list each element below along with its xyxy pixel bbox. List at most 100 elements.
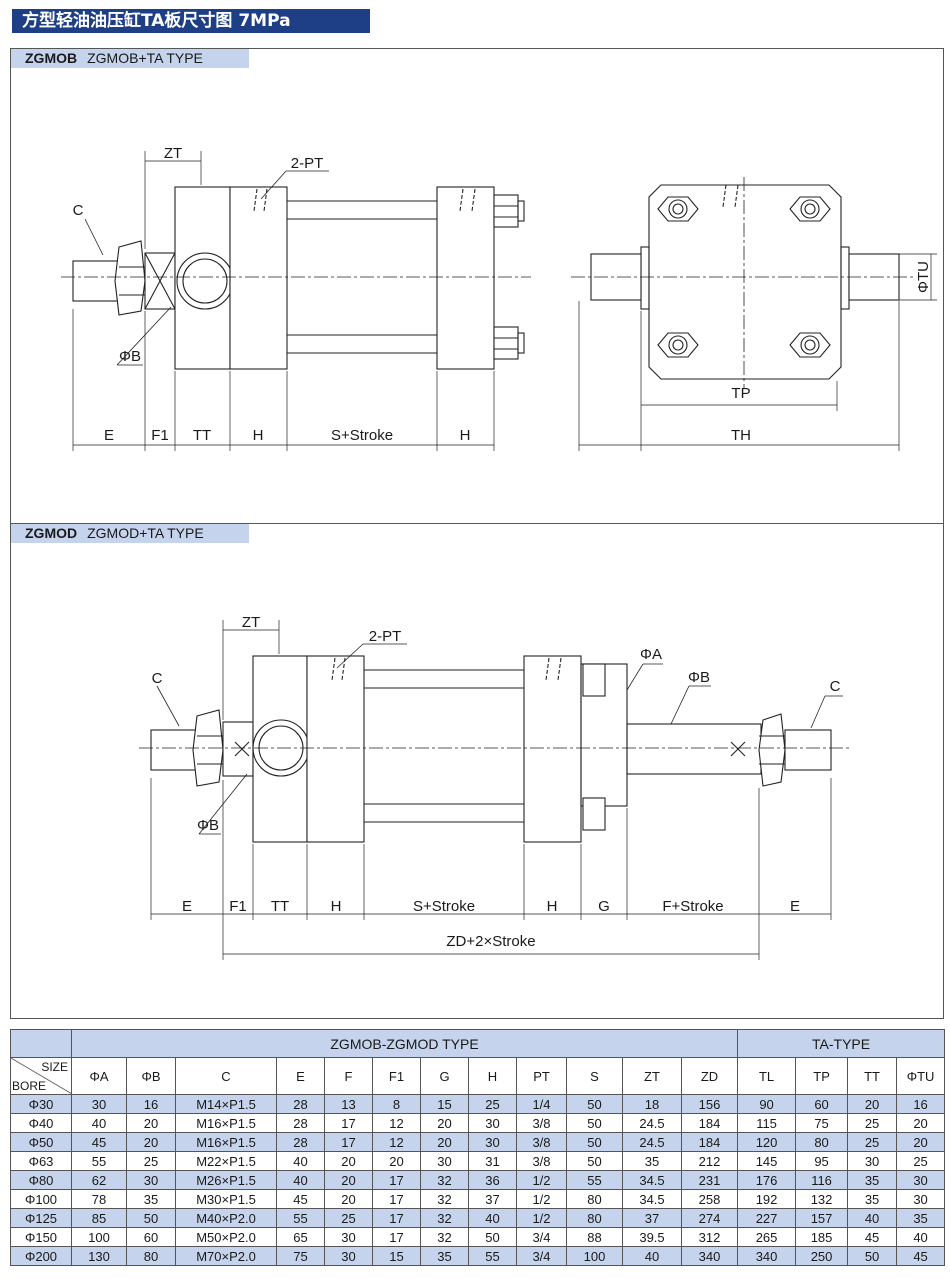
table-cell: 20 xyxy=(420,1132,469,1152)
table-cell: 35 xyxy=(896,1208,946,1228)
column-header: ZD xyxy=(680,1057,739,1095)
table-cell: 45 xyxy=(896,1246,946,1266)
table-cell: 36 xyxy=(468,1170,517,1190)
table-cell: M16×P1.5 xyxy=(175,1132,277,1152)
corner-size: SIZE xyxy=(41,1060,68,1074)
label-e: E xyxy=(104,427,114,444)
table-cell: 40 xyxy=(276,1151,325,1171)
table-cell: 25 xyxy=(847,1113,898,1133)
table-cell: 184 xyxy=(680,1132,739,1152)
table-cell: 80 xyxy=(566,1189,623,1209)
head-cover xyxy=(229,186,288,370)
table-cell: M70×P2.0 xyxy=(175,1246,277,1266)
column-header: PT xyxy=(516,1057,567,1095)
table-cell: 212 xyxy=(680,1151,739,1171)
table-cell: 90 xyxy=(737,1094,797,1114)
table-cell: 28 xyxy=(276,1132,325,1152)
table-cell: 50 xyxy=(566,1113,623,1133)
table-cell: 16 xyxy=(126,1094,176,1114)
table-cell: 20 xyxy=(324,1151,373,1171)
table-cell: 17 xyxy=(324,1132,373,1152)
table-cell: 17 xyxy=(372,1189,421,1209)
table-cell: 176 xyxy=(737,1170,797,1190)
bore-cell: Φ80 xyxy=(10,1170,72,1190)
table-cell: 15 xyxy=(420,1094,469,1114)
label-h: H xyxy=(331,898,342,915)
label-zd: ZD+2×Stroke xyxy=(446,933,535,950)
table-cell: 20 xyxy=(896,1132,946,1152)
table-cell: 32 xyxy=(420,1170,469,1190)
column-header: TP xyxy=(795,1057,849,1095)
table-cell: 250 xyxy=(795,1246,849,1266)
label-s-stroke: S+Stroke xyxy=(413,898,475,915)
panel-type: ZGMOB+TA TYPE xyxy=(87,50,203,66)
zgmod-drawing: ZT 2-PT C ΦB ΦA ΦB C E F1 TT H S+Stroke … xyxy=(139,614,849,960)
table-cell: 20 xyxy=(324,1170,373,1190)
table-cell: 132 xyxy=(795,1189,849,1209)
table-cell: 78 xyxy=(71,1189,127,1209)
table-cell: 65 xyxy=(276,1227,325,1247)
table-cell: 100 xyxy=(566,1246,623,1266)
rear-cover xyxy=(436,186,495,370)
table-cell: 37 xyxy=(468,1189,517,1209)
bore-cell: Φ63 xyxy=(10,1151,72,1171)
table-cell: 34.5 xyxy=(622,1170,682,1190)
table-cell: 40 xyxy=(468,1208,517,1228)
label-zt: ZT xyxy=(164,145,182,162)
table-cell: 30 xyxy=(126,1170,176,1190)
table-cell: 1/2 xyxy=(516,1189,567,1209)
bore-cell: Φ150 xyxy=(10,1227,72,1247)
table-cell: 30 xyxy=(420,1151,469,1171)
label-e-right: E xyxy=(790,898,800,915)
table-cell: 20 xyxy=(126,1132,176,1152)
column-header: ΦA xyxy=(71,1057,127,1095)
label-tp: TP xyxy=(731,385,750,402)
table-cell: M30×P1.5 xyxy=(175,1189,277,1209)
group-header-main: ZGMOB-ZGMOD TYPE xyxy=(70,1029,739,1058)
label-phi-b-right: ΦB xyxy=(688,669,710,686)
label-h-rear: H xyxy=(460,427,471,444)
table-cell: M50×P2.0 xyxy=(175,1227,277,1247)
table-cell: 40 xyxy=(71,1113,127,1133)
table-cell: 8 xyxy=(372,1094,421,1114)
table-cell: 50 xyxy=(847,1246,898,1266)
table-cell: 30 xyxy=(896,1189,946,1209)
table-cell: 28 xyxy=(276,1094,325,1114)
table-cell: 30 xyxy=(468,1132,517,1152)
table-cell: M14×P1.5 xyxy=(175,1094,277,1114)
table-cell: 25 xyxy=(324,1208,373,1228)
table-cell: 20 xyxy=(126,1113,176,1133)
table-cell: 30 xyxy=(847,1151,898,1171)
label-f-stroke: F+Stroke xyxy=(662,898,723,915)
panel-type: ZGMOD+TA TYPE xyxy=(87,525,204,541)
table-cell: 16 xyxy=(896,1094,946,1114)
table-cell: 50 xyxy=(566,1094,623,1114)
panel-code: ZGMOB xyxy=(25,50,78,66)
column-header: F1 xyxy=(372,1057,421,1095)
panel-tag-zgmob: ZGMOB ZGMOB+TA TYPE xyxy=(11,49,249,68)
table-cell: 35 xyxy=(847,1170,898,1190)
table-cell: 25 xyxy=(126,1151,176,1171)
table-cell: 80 xyxy=(566,1208,623,1228)
table-cell: 20 xyxy=(324,1189,373,1209)
table-cell: 40 xyxy=(276,1170,325,1190)
label-c-right: C xyxy=(830,678,841,695)
table-cell: 30 xyxy=(71,1094,127,1114)
table-cell: 145 xyxy=(737,1151,797,1171)
table-cell: 45 xyxy=(276,1189,325,1209)
label-phi-tu: ΦTU xyxy=(915,261,932,293)
table-cell: 80 xyxy=(795,1132,849,1152)
table-cell: 312 xyxy=(680,1227,739,1247)
zgmob-drawing: ZT 2-PT C ΦB E F1 TT H S+Stroke H TP TH … xyxy=(61,145,937,451)
label-f1: F1 xyxy=(151,427,169,444)
table-cell: 17 xyxy=(372,1170,421,1190)
table-cell: 120 xyxy=(737,1132,797,1152)
table-cell: 85 xyxy=(71,1208,127,1228)
table-cell: 20 xyxy=(372,1151,421,1171)
table-cell: 50 xyxy=(468,1227,517,1247)
table-cell: 28 xyxy=(276,1113,325,1133)
